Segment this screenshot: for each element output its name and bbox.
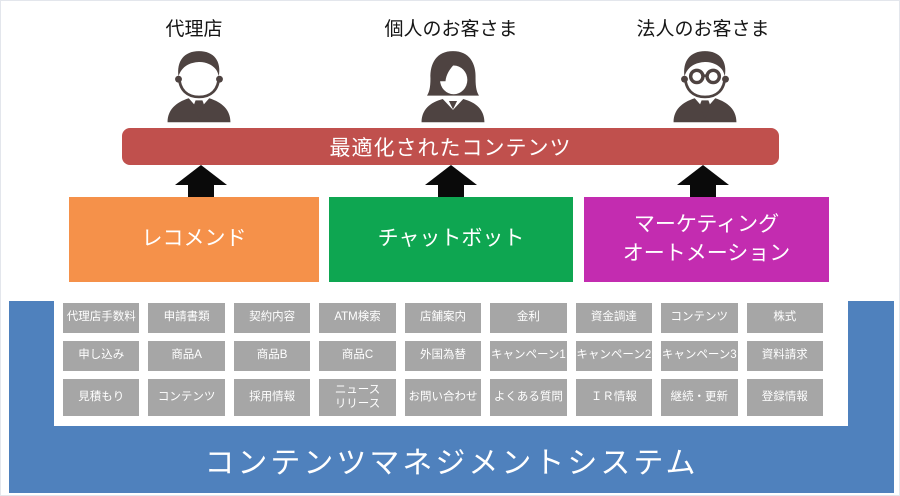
content-tag: コンテンツ [148,379,225,416]
content-tag: ATM検索 [319,303,396,333]
content-tag: よくある質問 [490,379,567,416]
content-tag: 株式 [746,303,823,333]
cms-frame-bottom: コンテンツマネジメントシステム [9,426,894,493]
content-tag: 外国為替 [404,341,482,371]
businessman-icon [158,48,240,129]
content-tag: 資金調達 [575,303,653,333]
content-tag: 店舗案内 [404,303,482,333]
channel-chatbot-label: チャットボット [377,227,525,251]
channel-recommend: レコメンド [69,197,319,282]
tag-row: 代理店手数料申請書類契約内容 ATM検索店舗案内金利資金調達コンテンツ株式 [63,303,823,333]
audience-label-agency: 代理店 [165,19,223,40]
content-tag: 契約内容 [233,303,311,333]
audience-label-corporate: 法人のお客さま [636,19,770,40]
content-tag: 商品B [233,341,311,371]
content-tag: 商品C [319,341,396,371]
content-tag: キャンペーン1 [490,341,567,371]
channel-chatbot: チャットボット [329,197,573,282]
content-tag: キャンペーン2 [575,341,653,371]
content-tag: 継続・更新 [661,379,738,416]
audience-label-individual: 個人のお客さま [384,19,518,40]
channel-marketing-automation: マーケティング オートメーション [584,197,829,282]
content-tag: ＩＲ情報 [575,379,653,416]
channel-recommend-label: レコメンド [141,227,247,251]
content-tag: お問い合わせ [404,379,482,416]
content-tag: ニュース リリース [319,379,396,416]
content-tag: 登録情報 [746,379,823,416]
channel-marketing-automation-label: マーケティング オートメーション [622,213,791,265]
up-arrow-right [677,165,729,198]
content-tag: 資料請求 [746,341,823,371]
content-tag: 採用情報 [233,379,311,416]
content-tag: 申請書類 [148,303,225,333]
up-arrow-left [175,165,227,198]
optimized-content-label: 最適化されたコンテンツ [329,136,572,160]
content-tag: 商品A [148,341,225,371]
businesswoman-icon [412,48,494,129]
content-tag: キャンペーン3 [661,341,738,371]
content-tag: 金利 [490,303,567,333]
businessman-glasses-icon [664,48,746,129]
content-tag: コンテンツ [661,303,738,333]
tag-row: 申し込み商品A 商品B 商品C 外国為替キャンペーン1 キャンペーン2 キャンペーン3 資料… [63,341,823,371]
up-arrow-center [425,165,477,198]
optimized-content-banner: 最適化されたコンテンツ [122,128,779,165]
content-tag: 代理店手数料 [63,303,140,333]
content-tag: 申し込み [63,341,140,371]
cms-title: コンテンツマネジメントシステム [204,446,699,480]
content-tag: 見積もり [63,379,140,416]
